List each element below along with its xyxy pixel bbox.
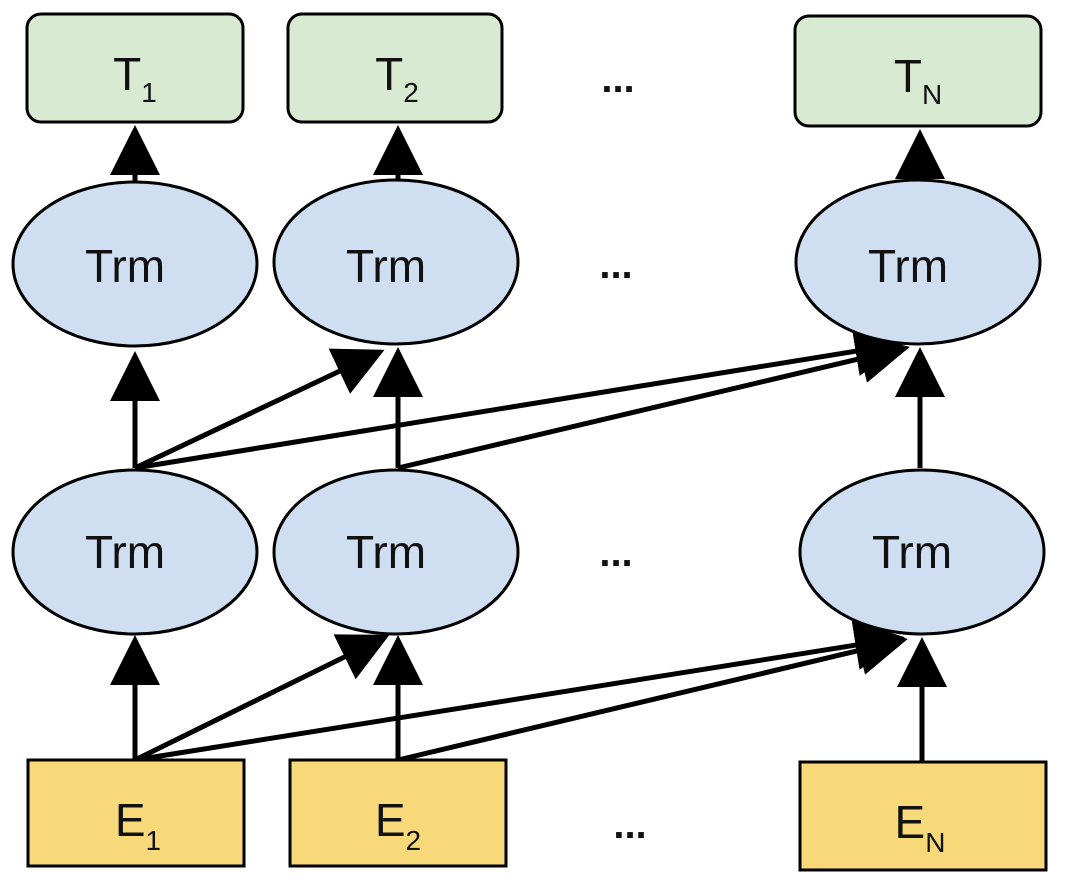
svg-text:E2: E2 [375, 794, 421, 856]
svg-text:T2: T2 [375, 48, 419, 108]
arrow-e1-to-trm2-bottom [133, 634, 390, 763]
bottom-trm-node-n: Trm [798, 468, 1046, 636]
input-row: E1 E2 ... EN [26, 758, 1048, 872]
arrow-e1-to-trmN-bottom [134, 620, 905, 763]
input-ellipsis: ... [613, 803, 646, 847]
bottom-trm-label-1: Trm [85, 526, 165, 578]
top-trm-node-1: Trm [11, 180, 259, 348]
bottom-trm-node-2: Trm [272, 468, 520, 636]
input-label-n-letter: E [895, 796, 926, 848]
bottom-transformer-layer: Trm Trm ... Trm [11, 468, 1046, 636]
output-label-1-sub: 1 [141, 77, 157, 108]
input-label-n-sub: N [925, 827, 945, 858]
top-trm-node-n: Trm [794, 178, 1042, 346]
top-layer-ellipsis: ... [599, 243, 632, 287]
output-label-1-letter: T [113, 48, 141, 100]
svg-text:TN: TN [894, 50, 942, 110]
output-box-2: T2 [286, 12, 504, 124]
output-label-2-letter: T [375, 48, 403, 100]
bottom-trm-label-2: Trm [346, 526, 426, 578]
connections [110, 125, 947, 763]
svg-text:T1: T1 [113, 48, 157, 108]
input-label-2-sub: 2 [406, 825, 422, 856]
top-trm-node-2: Trm [272, 178, 520, 346]
bottom-layer-ellipsis: ... [599, 531, 632, 575]
arrow-e2-to-trmN-bottom [397, 626, 908, 763]
arrow-trm2-to-trmN-top [397, 334, 910, 471]
bottom-trm-label-n: Trm [872, 526, 952, 578]
input-box-n: EN [798, 760, 1048, 872]
output-box-1: T1 [25, 12, 245, 124]
output-label-n-letter: T [894, 50, 922, 102]
input-label-1-sub: 1 [146, 825, 162, 856]
arrow-trm1-to-trm2-top [133, 348, 385, 471]
output-box-n: TN [793, 14, 1043, 128]
top-trm-label-1: Trm [85, 240, 165, 292]
svg-text:E1: E1 [115, 794, 161, 856]
arrow-trm1-to-trmN-top [134, 326, 905, 471]
top-transformer-layer: Trm Trm ... Trm [11, 178, 1042, 348]
output-row: T1 T2 ... TN [25, 12, 1043, 128]
top-trm-label-2: Trm [346, 240, 426, 292]
output-label-2-sub: 2 [403, 77, 419, 108]
svg-text:EN: EN [895, 796, 946, 858]
output-label-n-sub: N [922, 79, 942, 110]
input-box-2: E2 [288, 758, 508, 868]
bottom-trm-node-1: Trm [11, 468, 259, 636]
input-box-1: E1 [26, 758, 246, 868]
top-trm-label-n: Trm [868, 240, 948, 292]
output-ellipsis: ... [601, 57, 634, 101]
input-label-1-letter: E [115, 794, 146, 846]
input-label-2-letter: E [375, 794, 406, 846]
